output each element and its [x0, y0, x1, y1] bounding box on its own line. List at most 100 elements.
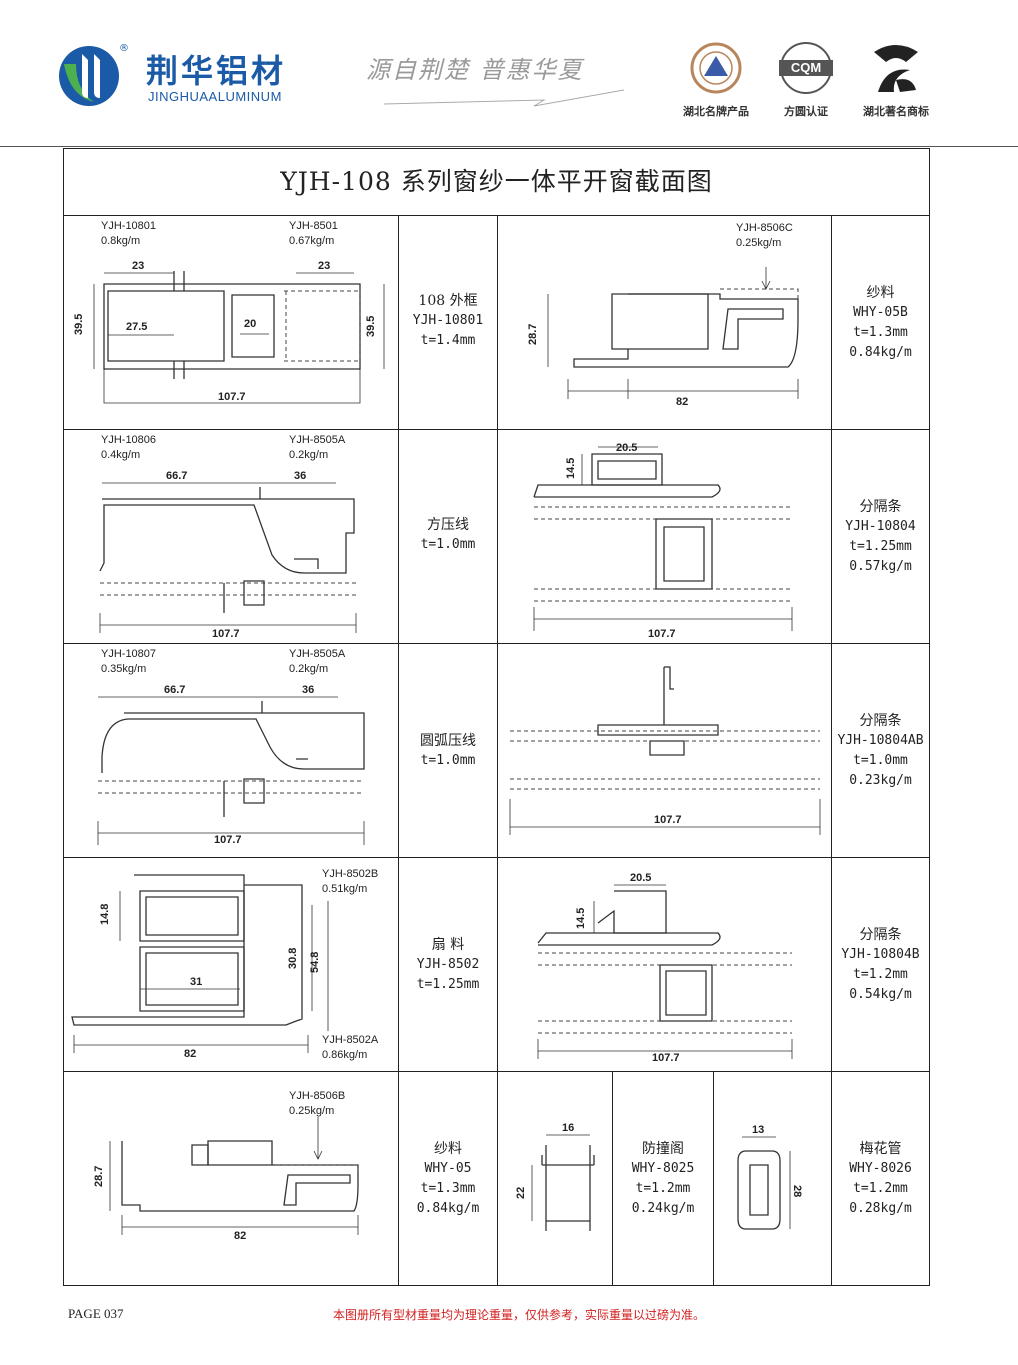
- weight-disclaimer: 本图册所有型材重量均为理论重量，仅供参考，实际重量以过磅为准。: [333, 1308, 706, 1322]
- profile-weight: 0.57kg/m: [849, 559, 912, 574]
- profile-drawing-8026: 13 28: [737, 1124, 803, 1230]
- col-divider: [612, 1071, 613, 1285]
- badge-caption-2: 方圆认证: [784, 105, 828, 118]
- dim-label: 54.8: [309, 952, 321, 973]
- profile-thickness: t=1.4mm: [420, 333, 476, 348]
- profile-desc: 纱料 WHY-05B t=1.3mm 0.84kg/m: [832, 283, 929, 363]
- profile-thickness: t=1.2mm: [853, 967, 908, 982]
- badge-caption-3: 湖北著名商标: [863, 105, 929, 118]
- dim-label: 107.7: [214, 834, 242, 846]
- dim-label: 82: [184, 1048, 196, 1060]
- dim-label: 107.7: [218, 391, 246, 403]
- dim-label: 28.7: [527, 324, 539, 345]
- profile-name: 分隔条: [859, 499, 902, 515]
- profile-weight: 0.8kg/m: [101, 235, 141, 247]
- dim-label: 27.5: [126, 321, 147, 333]
- profile-name: 梅花管: [859, 1141, 902, 1157]
- profile-name: 纱料: [434, 1141, 462, 1157]
- profile-code: YJH-8505A: [289, 648, 346, 660]
- profile-thickness: t=1.25mm: [849, 539, 912, 554]
- dim-label: 20.5: [630, 872, 651, 884]
- col-divider: [497, 215, 498, 1285]
- profile-code: YJH-10801: [101, 220, 157, 232]
- dim-label: 28: [791, 1185, 803, 1197]
- profile-thickness: t=1.0mm: [853, 753, 908, 768]
- profile-weight: 0.35kg/m: [101, 663, 147, 675]
- profile-code: YJH-10804B: [841, 947, 920, 962]
- profile-weight: 0.54kg/m: [849, 987, 912, 1002]
- profile-weight: 0.25kg/m: [736, 237, 782, 249]
- profile-code: WHY-8025: [631, 1161, 695, 1176]
- hubei-famous-trademark-icon: [874, 45, 918, 92]
- profile-drawing-10807: 66.7 36 107.7: [97, 684, 365, 846]
- profile-name: 扇 料: [431, 937, 465, 953]
- profile-code: YJH-10801: [412, 313, 484, 328]
- dim-label: 28.7: [93, 1166, 105, 1187]
- badge-caption-1: 湖北名牌产品: [683, 105, 749, 118]
- profile-desc: 分隔条 YJH-10804B t=1.2mm 0.54kg/m: [832, 925, 929, 1005]
- profile-thickness: t=1.0mm: [420, 753, 476, 768]
- dim-label: 36: [302, 684, 314, 696]
- profile-weight: 0.84kg/m: [416, 1201, 480, 1216]
- dim-label: 22: [515, 1187, 527, 1199]
- dim-label: 23: [132, 260, 144, 272]
- dim-label: 13: [752, 1124, 764, 1136]
- profile-weight: 0.51kg/m: [322, 883, 368, 895]
- jinghua-logo-icon: [59, 46, 119, 106]
- row-divider: [64, 429, 929, 430]
- profile-name: 防撞阁: [642, 1141, 684, 1157]
- profile-code: YJH-10804AB: [837, 733, 924, 748]
- header-divider: [0, 146, 1018, 147]
- row-divider: [64, 857, 929, 858]
- profile-thickness: t=1.2mm: [853, 1181, 908, 1196]
- profile-drawing-8506b: 28.7 82: [93, 1117, 359, 1242]
- profile-thickness: t=1.3mm: [853, 325, 908, 340]
- profile-code: WHY-05: [424, 1161, 472, 1176]
- profile-thickness: t=1.2mm: [635, 1181, 691, 1196]
- profile-drawing-10804: 14.5 20.5 107.7: [533, 442, 793, 640]
- dim-label: 14.5: [565, 458, 577, 479]
- brand-name-cn: 荆华铝材: [146, 52, 287, 90]
- profile-desc: 圆弧压线 t=1.0mm: [399, 731, 497, 771]
- row-divider: [64, 643, 929, 644]
- dim-label: 23: [318, 260, 330, 272]
- profile-code: YJH-8501: [289, 220, 338, 232]
- profile-code: WHY-8026: [849, 1161, 912, 1176]
- col-divider: [398, 215, 399, 1285]
- profile-drawing-10804ab: 107.7: [509, 666, 821, 835]
- dim-label: 66.7: [164, 684, 185, 696]
- profile-code: YJH-8506C: [736, 222, 793, 234]
- row-divider: [64, 1071, 929, 1072]
- dim-label: 20.5: [616, 442, 637, 454]
- profile-weight: 0.23kg/m: [849, 773, 912, 788]
- hubei-famous-brand-seal-icon: [690, 42, 742, 94]
- profile-desc: 扇 料 YJH-8502 t=1.25mm: [399, 935, 497, 995]
- profile-thickness: t=1.3mm: [420, 1181, 476, 1196]
- profile-weight: 0.28kg/m: [849, 1201, 912, 1216]
- page-header: ® 荆华铝材 JINGHUAALUMINUM 源自荆楚 普惠华夏 湖北名牌产品 …: [0, 0, 1018, 148]
- dim-label: 82: [676, 396, 688, 408]
- profile-desc: 防撞阁 WHY-8025 t=1.2mm 0.24kg/m: [613, 1139, 713, 1219]
- col-divider: [713, 1071, 714, 1285]
- profile-thickness: t=1.25mm: [416, 977, 480, 992]
- profile-name: 108 外框: [418, 293, 478, 309]
- profile-drawing-10804b: 20.5 14.5 107.7: [537, 872, 793, 1064]
- profile-code: YJH-10804: [845, 519, 916, 534]
- profile-desc: 分隔条 YJH-10804 t=1.25mm 0.57kg/m: [832, 497, 929, 577]
- profile-weight: 0.86kg/m: [322, 1049, 368, 1061]
- profile-desc: 纱料 WHY-05 t=1.3mm 0.84kg/m: [399, 1139, 497, 1219]
- profile-code: YJH-8502B: [322, 868, 379, 880]
- profile-drawing-8502: 14.8 31 30.8 54.8 82: [71, 874, 329, 1060]
- brand-name-en: JINGHUAALUMINUM: [148, 89, 282, 104]
- profile-name: 圆弧压线: [420, 733, 476, 749]
- dim-label: 36: [294, 470, 306, 482]
- profile-desc: 方压线 t=1.0mm: [399, 515, 497, 555]
- profile-desc: 108 外框 YJH-10801 t=1.4mm: [399, 291, 497, 351]
- dim-label: 39.5: [73, 314, 85, 335]
- slogan-underline: [384, 89, 624, 107]
- dim-label: 39.5: [365, 316, 377, 337]
- profile-code: YJH-8502A: [322, 1034, 379, 1046]
- dim-label: 66.7: [166, 470, 187, 482]
- page-number: PAGE 037: [68, 1306, 124, 1321]
- dim-label: 20: [244, 318, 256, 330]
